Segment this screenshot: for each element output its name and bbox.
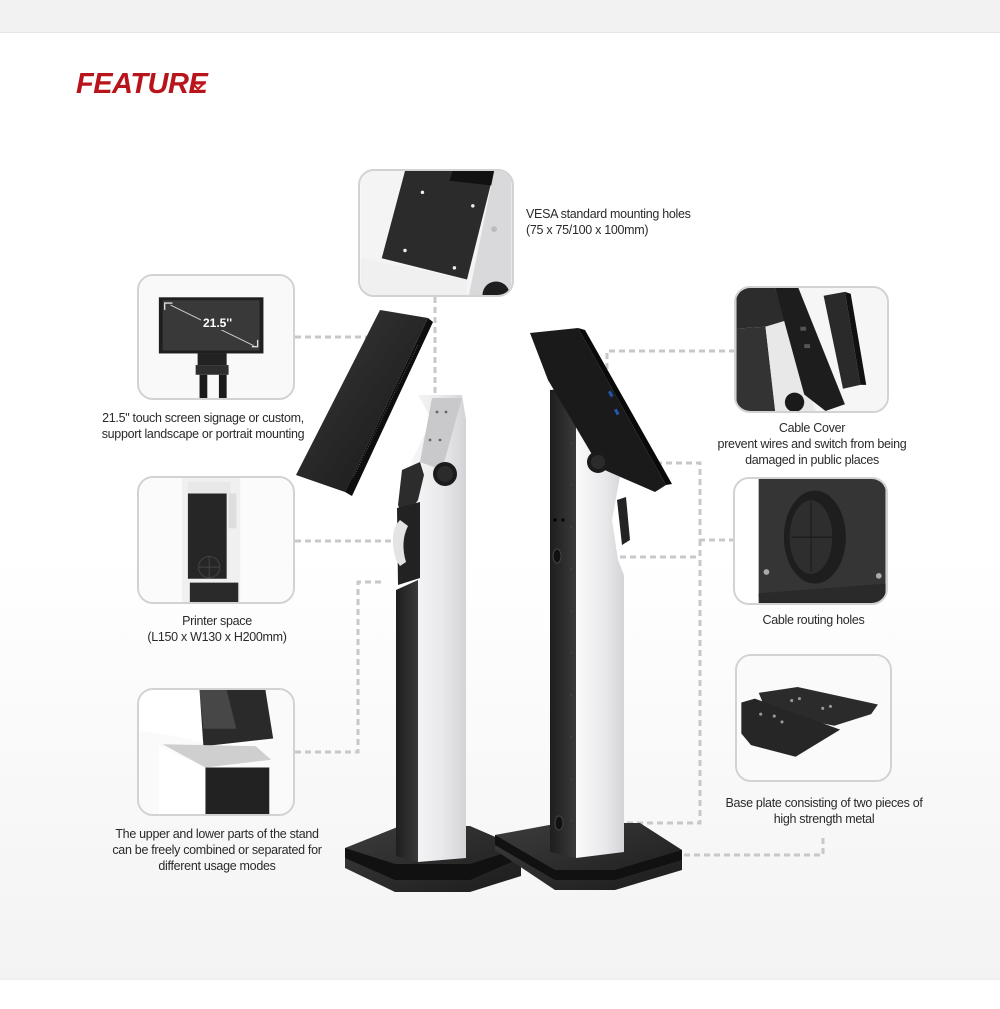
- cable-routing-panel: [733, 477, 888, 605]
- vesa-mount-image: [360, 171, 512, 295]
- chevron-down-icon[interactable]: [190, 80, 206, 92]
- printer-bay-image: [139, 478, 293, 602]
- screen-size-panel: 21.5'': [137, 274, 295, 400]
- bottom-band: [0, 978, 1000, 980]
- printer-space-panel: [137, 476, 295, 604]
- cable-routing-caption: Cable routing holes: [762, 613, 865, 627]
- cable-cover-caption: Cable Cover prevent wires and switch fro…: [717, 421, 907, 467]
- vesa-mount-panel: [358, 169, 514, 297]
- base-plate-caption: Base plate consisting of two pieces of h…: [725, 796, 923, 826]
- vesa-caption: VESA standard mounting holes (75 x 75/10…: [526, 207, 691, 237]
- base-plate-panel: [735, 654, 892, 782]
- modular-stand-panel: [137, 688, 295, 816]
- screen-size-badge: 21.5'': [201, 316, 235, 330]
- section-title: FEATURE: [76, 68, 208, 100]
- cable-hole-image: [735, 479, 886, 603]
- stand-joint-image: [139, 690, 293, 814]
- printer-caption: Printer space (L150 x W130 x H200mm): [147, 614, 287, 644]
- monitor-image: [139, 276, 293, 398]
- cable-cover-panel: [734, 286, 889, 413]
- screen-caption: 21.5" touch screen signage or custom, su…: [101, 411, 305, 441]
- base-plate-image: [737, 656, 890, 780]
- detached-screen: [296, 310, 433, 496]
- modular-caption: The upper and lower parts of the stand c…: [112, 827, 322, 873]
- top-band: [0, 0, 1000, 33]
- cable-cover-image: [736, 288, 887, 411]
